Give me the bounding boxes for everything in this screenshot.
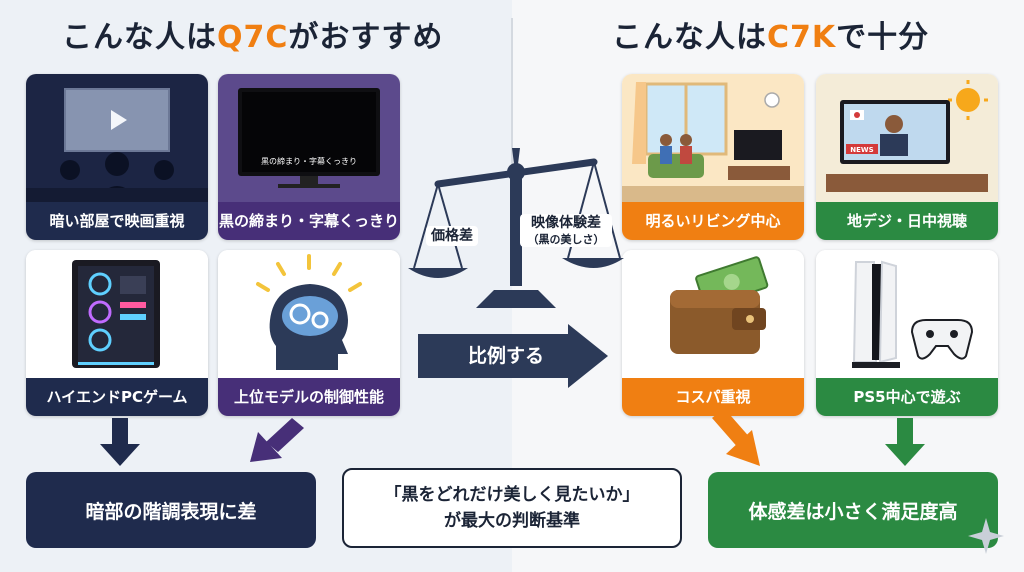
tv-subtitle-text: 黒の締まり・字幕くっきり <box>261 156 357 166</box>
left-heading-prefix: こんな人は <box>62 20 217 55</box>
decision-criterion: 「黒をどれだけ美しく見たいか」 が最大の判断基準 <box>342 468 682 548</box>
card-label: 上位モデルの制御性能 <box>218 378 400 416</box>
play-icon <box>26 74 208 202</box>
card-label: ハイエンドPCゲーム <box>26 378 208 416</box>
left-heading: こんな人はQ7Cがおすすめ <box>62 12 443 56</box>
tv-news-icon: NEWS <box>816 74 998 202</box>
pc-tower-icon <box>26 250 208 378</box>
card-upper-model-control: 上位モデルの制御性能 <box>218 250 400 416</box>
game-console-icon <box>816 250 998 378</box>
left-heading-suffix: がおすすめ <box>288 20 444 55</box>
card-ps5-gaming: PS5中心で遊ぶ <box>816 250 998 416</box>
news-badge-text: NEWS <box>850 146 873 154</box>
proportional-arrow <box>418 324 608 388</box>
card-label: PS5中心で遊ぶ <box>816 378 998 416</box>
left-down-arrow <box>100 418 140 466</box>
scale-left-label: 価格差 <box>426 226 478 246</box>
right-diagonal-arrow <box>712 408 760 466</box>
sparkle-icon <box>968 518 1004 554</box>
proportional-arrow-label: 比例する <box>467 345 544 367</box>
left-conclusion: 暗部の階調表現に差 <box>26 472 316 548</box>
scale-right-label-group: 映像体験差 （黒の美しさ） <box>520 214 612 247</box>
balance-scale-icon <box>408 148 624 308</box>
living-room-icon <box>622 74 804 202</box>
criterion-line-2: が最大の判断基準 <box>444 511 580 531</box>
right-heading-suffix: で十分 <box>836 20 930 55</box>
left-diagonal-arrow <box>250 418 304 462</box>
center-divider <box>511 18 513 243</box>
tv-icon: 黒の締まり・字幕くっきり <box>218 74 400 202</box>
criterion-line-1: 「黒をどれだけ美しく見たいか」 <box>384 485 640 505</box>
card-deep-black-subtitles: 黒の締まり・字幕くっきり 黒の締まり・字幕くっきり <box>218 74 400 240</box>
card-dark-room-movie: 暗い部屋で映画重視 <box>26 74 208 240</box>
right-heading: こんな人はC7Kで十分 <box>612 12 929 56</box>
right-heading-model: C7K <box>767 20 837 55</box>
card-high-end-pc: ハイエンドPCゲーム <box>26 250 208 416</box>
scale-right-sublabel: （黒の美しさ） <box>527 233 605 246</box>
card-bright-living: 明るいリビング中心 <box>622 74 804 240</box>
right-heading-prefix: こんな人は <box>612 20 767 55</box>
card-label: 暗い部屋で映画重視 <box>26 202 208 240</box>
scale-right-label: 映像体験差 <box>531 215 601 231</box>
right-conclusion: 体感差は小さく満足度高 <box>708 472 998 548</box>
card-label: コスパ重視 <box>622 378 804 416</box>
left-heading-model: Q7C <box>217 20 289 55</box>
card-cost-performance: コスパ重視 <box>622 250 804 416</box>
card-daytime-tv: NEWS 地デジ・日中視聴 <box>816 74 998 240</box>
card-label: 明るいリビング中心 <box>622 202 804 240</box>
brain-gear-icon <box>218 250 400 378</box>
card-label: 黒の締まり・字幕くっきり <box>218 202 400 240</box>
card-label: 地デジ・日中視聴 <box>816 202 998 240</box>
wallet-icon <box>622 250 804 378</box>
right-down-arrow <box>885 418 925 466</box>
